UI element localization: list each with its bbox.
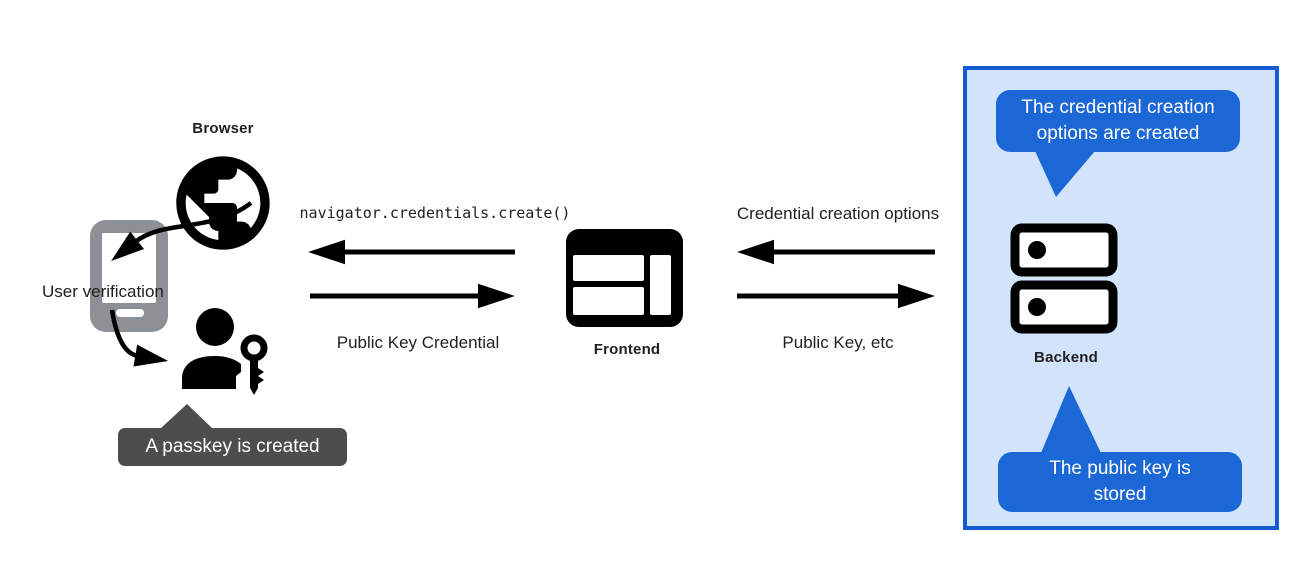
browser-label: Browser	[192, 120, 254, 137]
globe-icon	[176, 156, 270, 250]
user-verification-label: User verification	[42, 282, 164, 301]
tooltip-options-created: The credential creation options are crea…	[996, 90, 1240, 152]
smartphone-icon	[90, 220, 168, 332]
browser-window-icon	[566, 229, 683, 327]
tooltip-options-line1: The credential creation	[1021, 97, 1215, 118]
tooltip-key-stored: The public key is stored	[998, 452, 1242, 512]
tooltip-pointer-passkey	[160, 404, 213, 429]
create-call-label: navigator.credentials.create()	[299, 204, 571, 222]
tooltip-stored-line2: stored	[1093, 484, 1147, 505]
public-key-credential-label: Public Key Credential	[336, 333, 500, 352]
credential-creation-options-label: Credential creation options	[736, 204, 940, 223]
tooltip-passkey-created: A passkey is created	[118, 428, 347, 466]
person-key-icon	[182, 308, 268, 395]
frontend-label: Frontend	[593, 341, 661, 358]
public-key-etc-label: Public Key, etc	[782, 333, 894, 352]
tooltip-stored-line1: The public key is	[1049, 458, 1191, 479]
tooltip-options-line2: options are created	[1036, 123, 1200, 144]
server-stack-icon	[1010, 223, 1118, 334]
backend-label: Backend	[1034, 349, 1098, 366]
